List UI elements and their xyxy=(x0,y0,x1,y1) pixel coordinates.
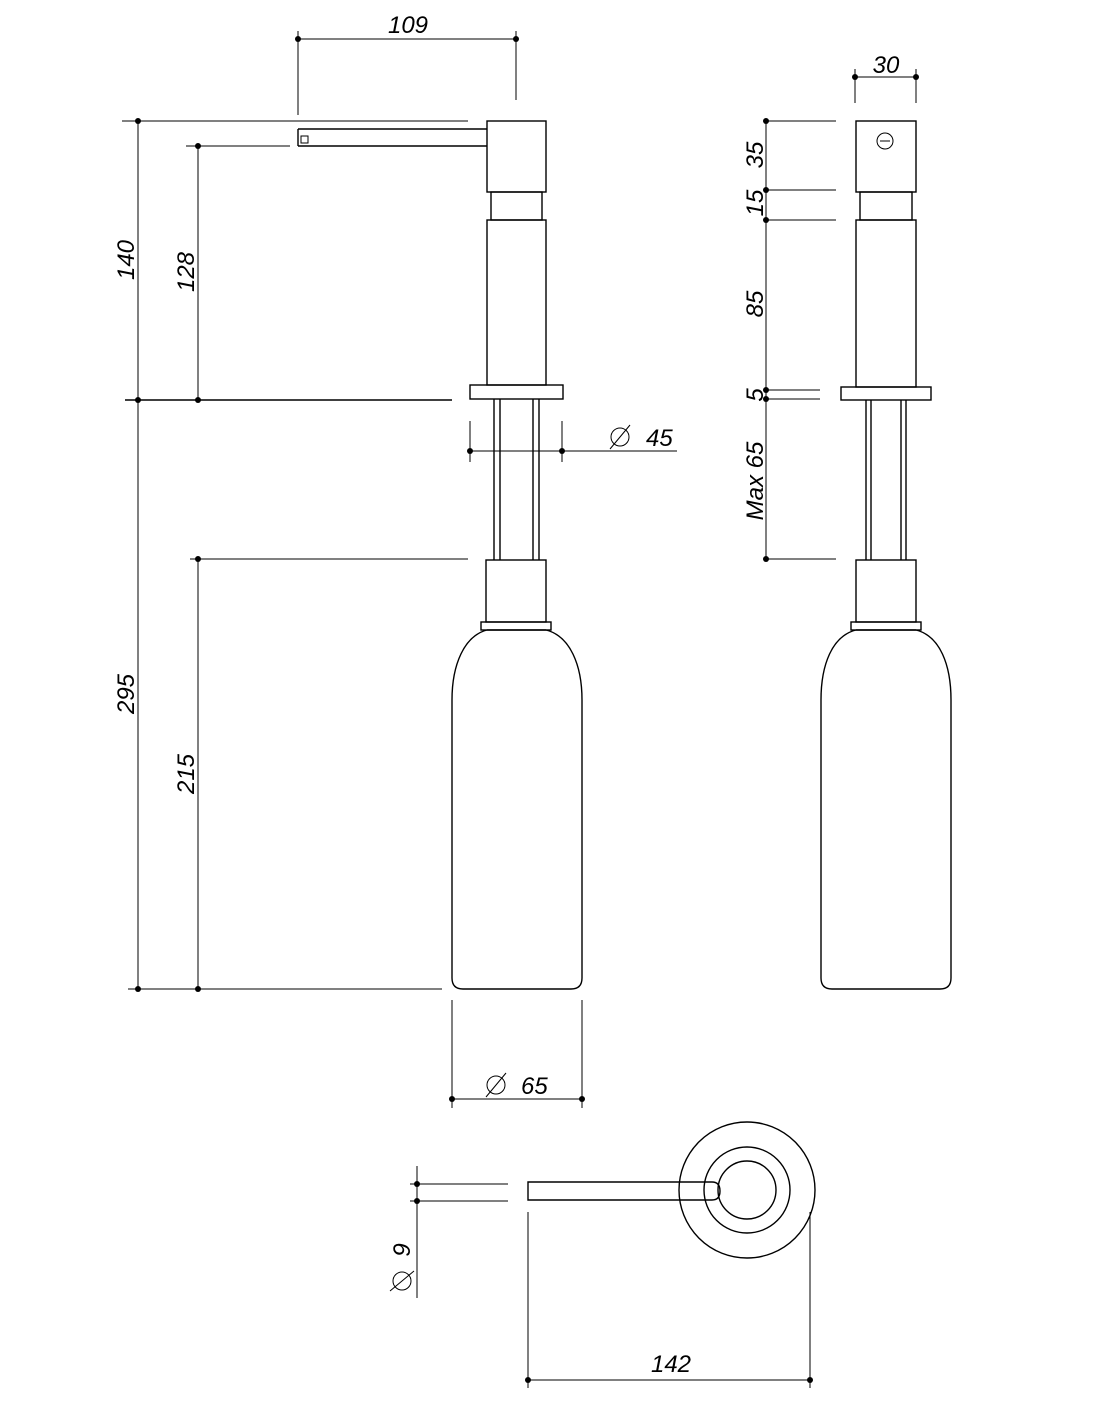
dim-side-collar-height-label: 15 xyxy=(742,189,769,216)
dim-spout-diameter: 9 xyxy=(389,1166,508,1298)
dim-overall-upper-label: 140 xyxy=(113,239,140,280)
side-collar xyxy=(859,191,913,221)
side-threaded-shank xyxy=(865,400,907,560)
dim-side-head-height-label: 35 xyxy=(742,141,769,168)
dim-top-width-label: 109 xyxy=(388,12,428,39)
dim-overall-lower-label: 295 xyxy=(113,673,140,715)
dim-thread-diameter-label: 45 xyxy=(646,425,673,452)
dim-top-width: 109 xyxy=(295,12,519,115)
side-view xyxy=(820,120,952,990)
top-outer-flange xyxy=(678,1121,816,1259)
dim-spout-length-label: 142 xyxy=(651,1351,691,1378)
side-head-screw xyxy=(876,132,894,150)
dim-spout-length: 142 xyxy=(525,1212,813,1388)
bottle xyxy=(451,629,583,990)
top-head-ring xyxy=(703,1146,791,1234)
dim-overall-upper: 140 xyxy=(113,118,468,403)
front-view xyxy=(297,120,583,990)
dim-spout-height: 128 xyxy=(173,143,290,403)
dim-overall-lower: 295 xyxy=(113,400,141,992)
cap-ring xyxy=(480,621,552,631)
dim-side-head-width: 30 xyxy=(852,52,919,103)
dim-side-chain: 35 15 85 5 Max 65 xyxy=(742,118,836,562)
mounting-flange xyxy=(469,384,564,400)
dim-side-head-width-label: 30 xyxy=(873,52,900,79)
top-view xyxy=(527,1121,816,1259)
bottle-cap xyxy=(485,559,547,623)
dim-side-flange-height-label: 5 xyxy=(742,388,769,402)
top-head-inner xyxy=(717,1160,777,1220)
dispenser-body xyxy=(486,219,547,386)
head-collar xyxy=(490,191,543,221)
dim-bottle-diameter-label: 65 xyxy=(521,1073,548,1100)
dim-thread-diameter: 45 xyxy=(467,421,677,462)
side-body xyxy=(855,219,917,388)
dim-bottle-height-label: 215 xyxy=(173,753,200,795)
top-spout xyxy=(527,1181,721,1201)
dim-bottle-height: 215 xyxy=(173,556,468,992)
side-bottle-cap xyxy=(855,559,917,623)
diameter-symbol-icon xyxy=(485,1072,507,1098)
dispenser-head xyxy=(486,120,547,193)
dim-spout-diameter-label: 9 xyxy=(389,1243,416,1256)
spout-arm xyxy=(297,128,487,147)
side-cap-ring xyxy=(850,621,922,631)
dim-side-max-worktop-label: Max 65 xyxy=(742,441,769,520)
side-flange xyxy=(840,386,932,401)
diameter-symbol-icon xyxy=(389,1270,415,1292)
dim-spout-height-label: 128 xyxy=(173,251,200,292)
side-bottle xyxy=(820,629,952,990)
threaded-shank xyxy=(493,399,540,560)
side-head xyxy=(855,120,917,193)
diameter-symbol-icon xyxy=(609,424,631,450)
dim-side-body-height-label: 85 xyxy=(742,290,769,317)
dim-bottle-diameter: 65 xyxy=(449,1000,585,1108)
